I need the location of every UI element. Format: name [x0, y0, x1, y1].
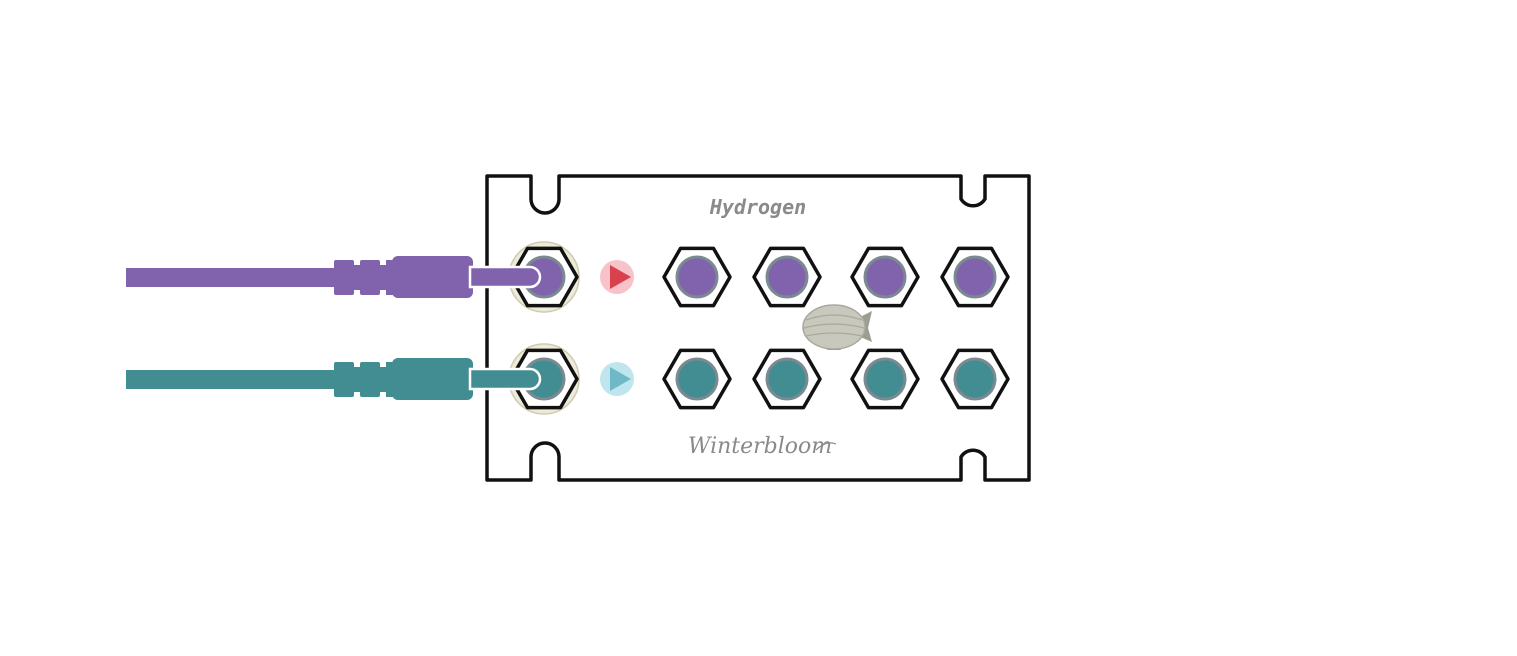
plug-ridge	[386, 362, 396, 397]
jack-socket	[953, 357, 997, 401]
jack-socket	[675, 255, 719, 299]
bottom-row-output-jack-4[interactable]	[940, 348, 1010, 410]
plug-tip	[468, 265, 542, 289]
blue-arrow-icon	[600, 362, 634, 396]
cable-wire	[126, 268, 338, 287]
module-title: Hydrogen	[709, 195, 806, 219]
plug-tip	[468, 367, 542, 391]
blimp-icon	[802, 304, 872, 350]
bottom-row-output-jack-2[interactable]	[752, 348, 822, 410]
jack-socket	[675, 357, 719, 401]
cable-wire	[126, 370, 338, 389]
plug-ridge	[386, 260, 396, 295]
brand-swash	[815, 442, 837, 451]
plug-ridge	[334, 362, 354, 397]
jack-socket	[765, 255, 809, 299]
top-row-output-jack-4[interactable]	[940, 246, 1010, 308]
brand-signature: Winterbloom	[688, 434, 832, 459]
red-arrow-icon	[600, 260, 634, 294]
bottom-row-output-jack-1[interactable]	[662, 348, 732, 410]
jack-socket	[863, 357, 907, 401]
bottom-row	[508, 343, 1010, 415]
jack-rows	[508, 241, 1010, 415]
bottom-row-output-jack-3[interactable]	[850, 348, 920, 410]
jack-socket	[953, 255, 997, 299]
plug-body	[392, 358, 473, 400]
plug-ridge	[334, 260, 354, 295]
teal-cable[interactable]	[126, 358, 542, 400]
top-row-output-jack-2[interactable]	[752, 246, 822, 308]
purple-cable[interactable]	[126, 256, 542, 298]
top-row-output-jack-3[interactable]	[850, 246, 920, 308]
top-row	[508, 241, 1010, 313]
jack-socket	[863, 255, 907, 299]
module-panel: Hydrogen Winterbloom	[485, 174, 1031, 482]
patch-cables	[126, 256, 542, 400]
top-row-output-jack-1[interactable]	[662, 246, 732, 308]
plug-neck	[352, 265, 392, 290]
plug-body	[392, 256, 473, 298]
jack-socket	[765, 357, 809, 401]
plug-neck	[352, 367, 392, 392]
